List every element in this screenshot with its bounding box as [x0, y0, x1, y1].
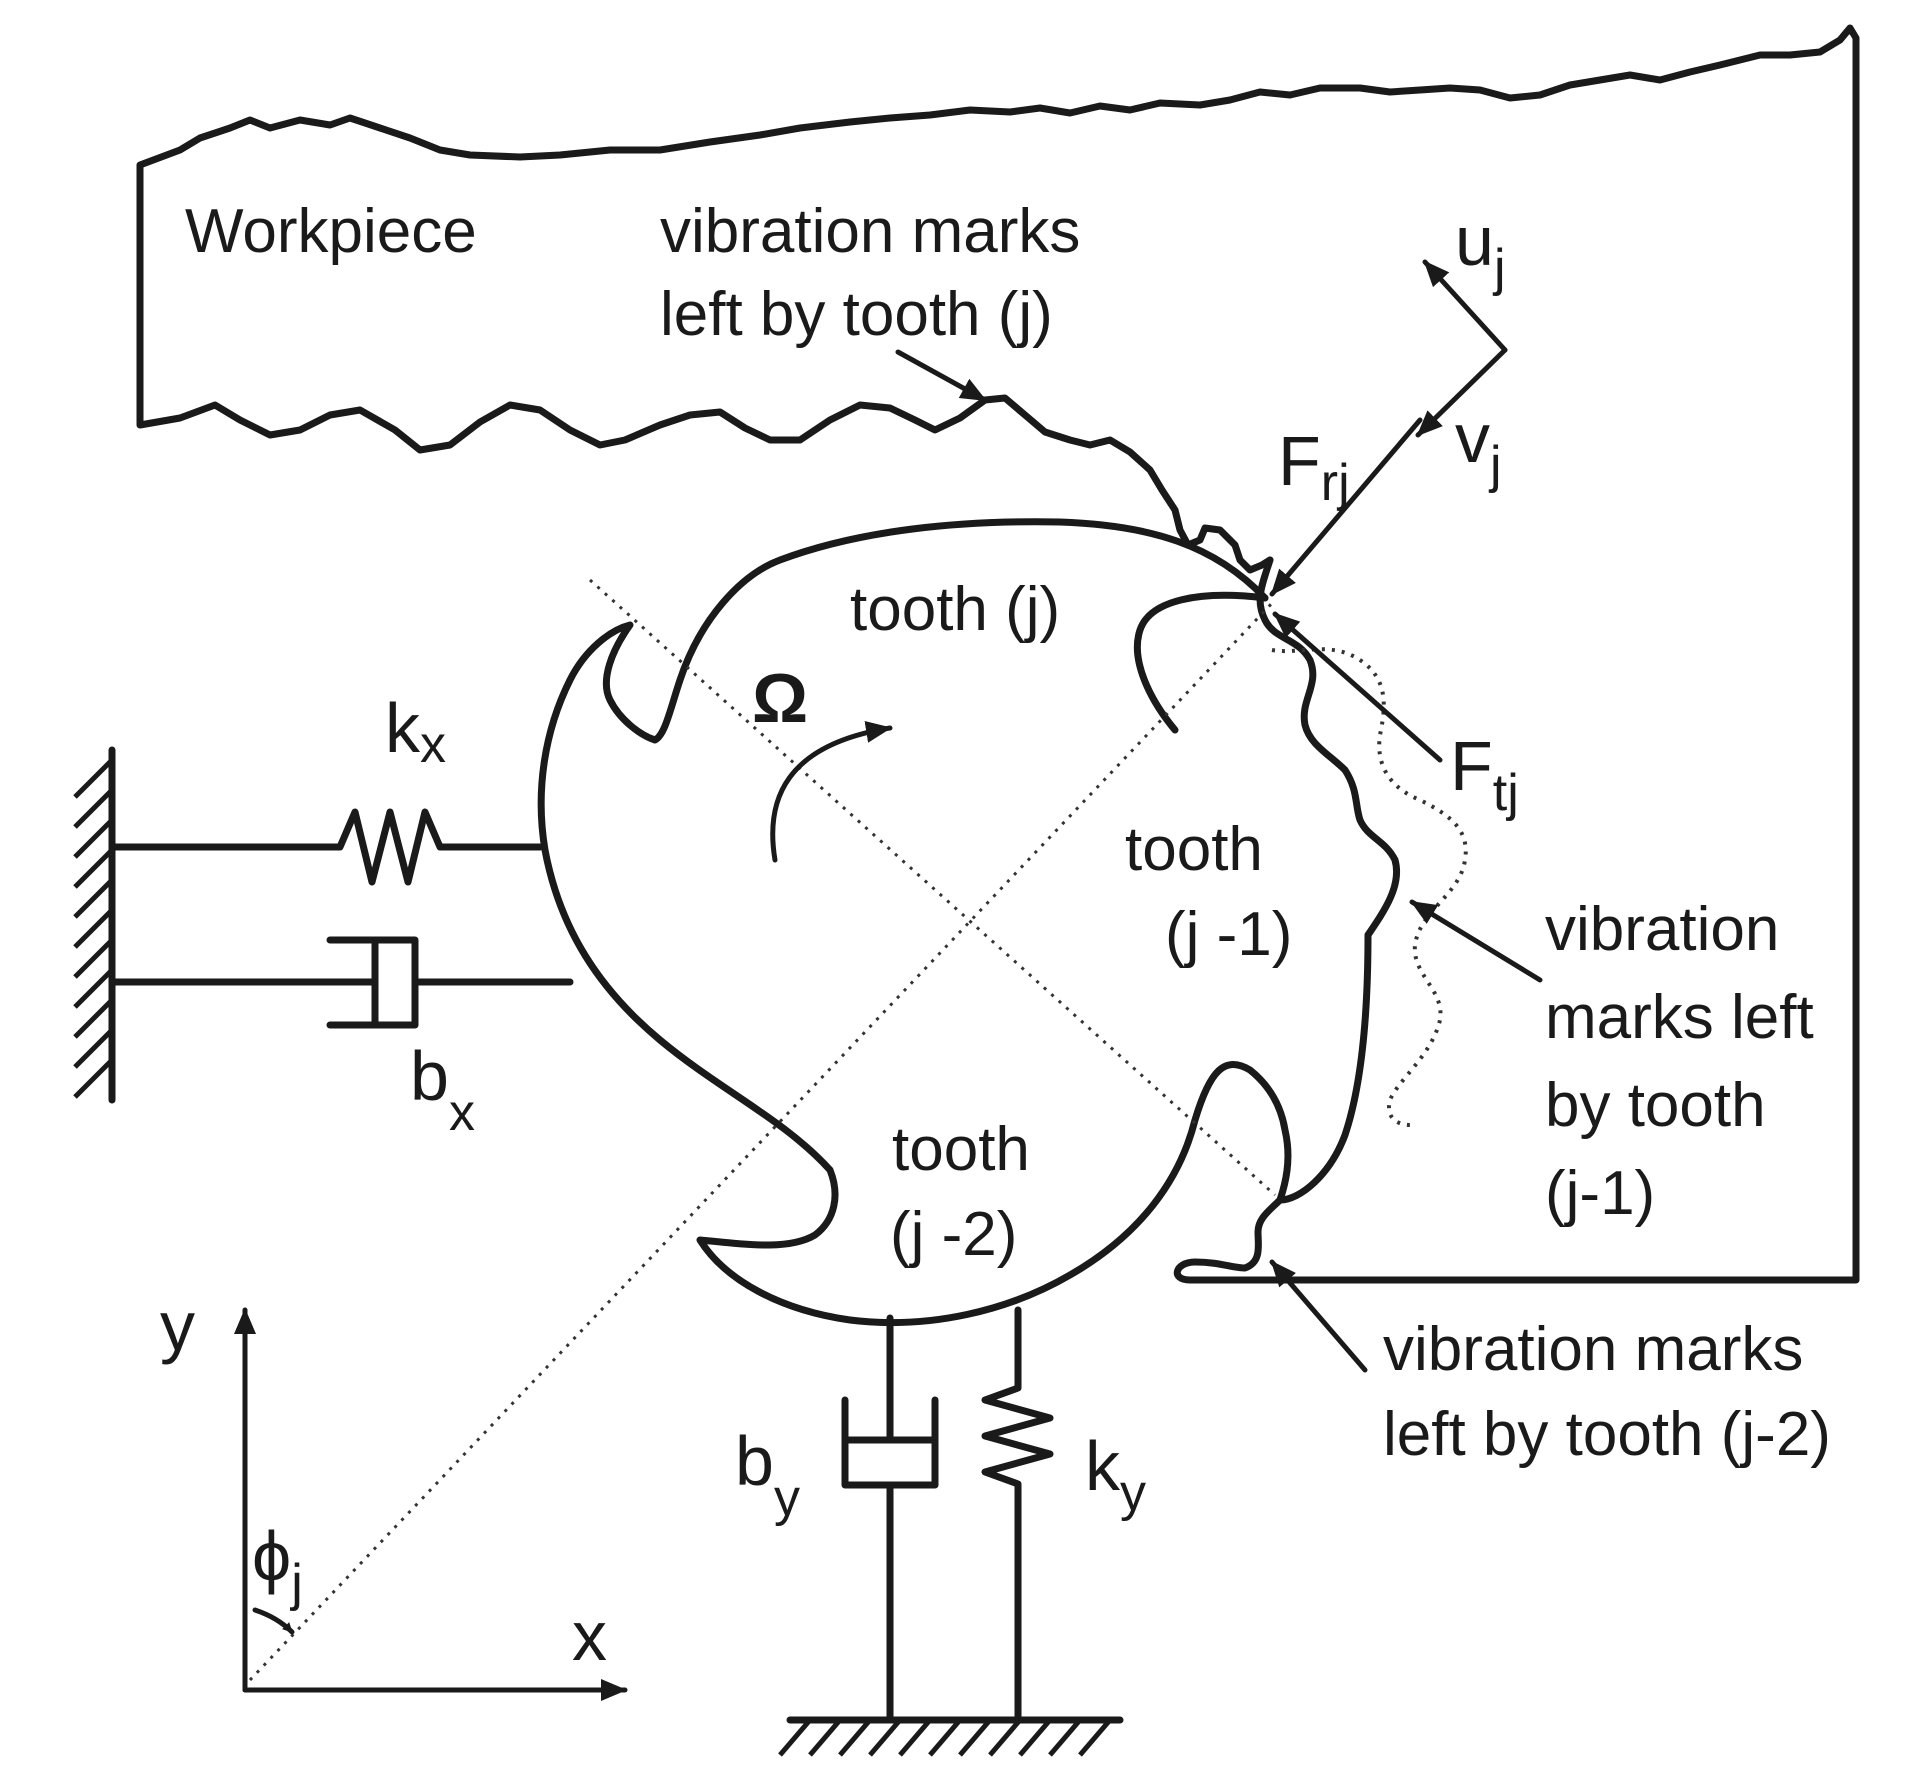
y-ground-hatch — [778, 1718, 1112, 1757]
by-base: b — [735, 1422, 774, 1500]
marks-j1-label-line4: (j-1) — [1545, 1159, 1655, 1228]
tooth-j1-label-line1: tooth — [1125, 815, 1263, 884]
ky-base: k — [1085, 1427, 1121, 1505]
bx-sub: x — [449, 1084, 475, 1142]
omega-label: Ω — [752, 659, 808, 737]
tooth-j-cut-surface — [1256, 556, 1401, 939]
phij-sub: j — [289, 1554, 303, 1612]
vj-label: vj — [1455, 399, 1502, 494]
marks-j1-label-line1: vibration — [1545, 895, 1779, 964]
ftj-sub: tj — [1493, 764, 1519, 822]
vj-arrow — [1415, 347, 1508, 438]
phij-base: ϕ — [252, 1517, 291, 1595]
tooth-j2-label-line2: (j -2) — [890, 1200, 1017, 1269]
ftj-arrow — [1272, 611, 1443, 763]
by-sub: y — [774, 1469, 800, 1527]
marks-j1-label-line2: marks left — [1545, 983, 1814, 1052]
marks-j1-label-line3: by tooth — [1545, 1071, 1766, 1140]
diagonal-ref-2 — [248, 598, 1277, 1682]
axis-y-label: y — [160, 1287, 195, 1365]
bx-label: bx — [410, 1037, 475, 1142]
marks-j1-leader — [1409, 899, 1543, 983]
x-damper — [108, 936, 574, 1029]
tooth-j2-label-line1: tooth — [892, 1115, 1030, 1184]
ky-label: ky — [1085, 1427, 1146, 1522]
omega-arrow — [770, 720, 893, 863]
ftj-base: F — [1450, 727, 1493, 805]
kx-label: kx — [385, 689, 446, 774]
workpiece-label: Workpiece — [185, 197, 477, 266]
kx-sub: x — [420, 716, 446, 774]
ftj-label: Ftj — [1450, 727, 1519, 822]
marks-j2-label-line2: left by tooth (j-2) — [1383, 1400, 1831, 1469]
marks-j-label-line2: left by tooth (j) — [660, 280, 1053, 349]
marks-j-label-line1: vibration marks — [660, 197, 1080, 266]
phij-label: ϕj — [252, 1517, 303, 1612]
frj-base: F — [1278, 422, 1321, 500]
frj-label: Frj — [1278, 422, 1350, 512]
tooth-j-label: tooth (j) — [850, 575, 1060, 644]
tooth-j-gullet — [1133, 591, 1269, 734]
x-ground-hatch — [73, 758, 114, 1099]
y-spring — [981, 1306, 1054, 1724]
uj-label: uj — [1455, 202, 1506, 297]
by-label: by — [735, 1422, 800, 1527]
marks-j-leader — [895, 349, 988, 403]
uj-base: u — [1455, 202, 1494, 280]
kx-base: k — [385, 689, 421, 767]
diagonal-ref-1 — [588, 578, 1277, 1197]
axis-x-label: x — [572, 1597, 607, 1675]
vj-sub: j — [1488, 436, 1502, 494]
ky-sub: y — [1120, 1464, 1146, 1522]
uj-arrow — [1422, 259, 1508, 353]
workpiece-outline — [136, 24, 1860, 1284]
phi-angle-arc — [252, 1607, 295, 1635]
marks-j2-leader — [1269, 1259, 1368, 1373]
frj-arrow — [1269, 417, 1423, 597]
tooth-j1-label-line2: (j -1) — [1165, 900, 1292, 969]
y-damper — [841, 1314, 939, 1724]
bx-base: b — [410, 1037, 449, 1115]
vj-base: v — [1455, 399, 1490, 477]
x-spring — [108, 808, 544, 886]
marks-j2-label-line1: vibration marks — [1383, 1315, 1803, 1384]
frj-sub: rj — [1321, 454, 1350, 512]
uj-sub: j — [1492, 239, 1506, 297]
cutter-body — [537, 518, 1372, 1327]
